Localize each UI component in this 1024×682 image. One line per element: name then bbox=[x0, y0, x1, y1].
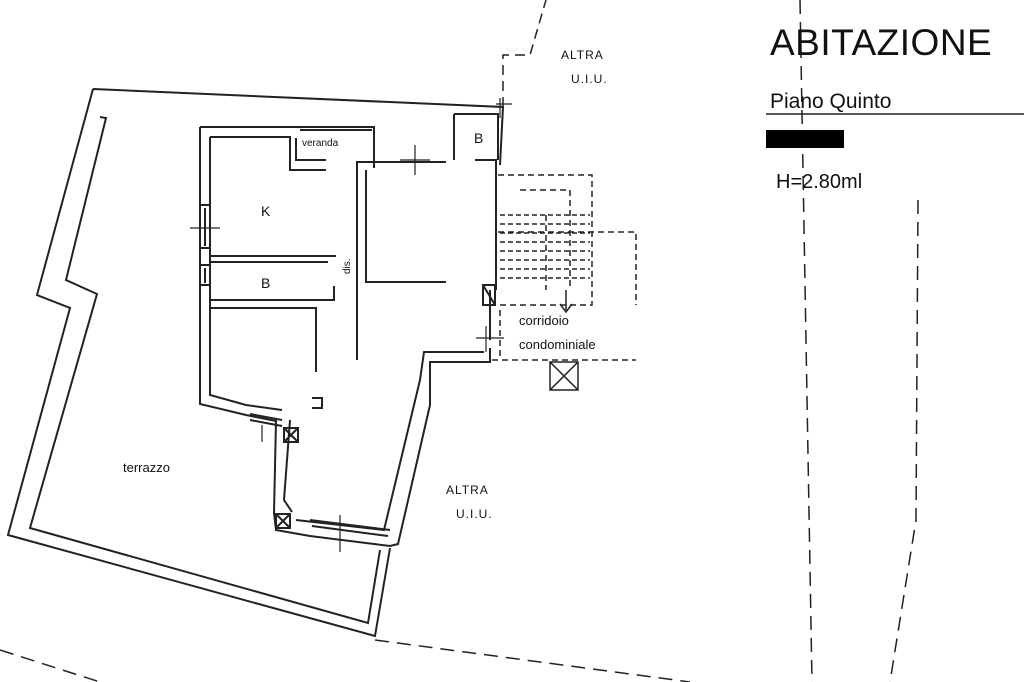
stair-arrow bbox=[559, 290, 573, 314]
shaft-4 bbox=[312, 397, 323, 409]
window-south bbox=[309, 519, 391, 537]
room-label-kitchen: K bbox=[261, 203, 271, 219]
boundary-top bbox=[502, 0, 547, 107]
elevator-box bbox=[549, 361, 579, 391]
neighbor-bottom-label-1: ALTRA bbox=[446, 483, 489, 497]
window-west-2 bbox=[200, 264, 210, 286]
corridor-label-line2: condominiale bbox=[519, 337, 596, 352]
entrance-wall bbox=[356, 113, 499, 340]
drawing-title: ABITAZIONE bbox=[770, 22, 993, 63]
apartment-wall bbox=[199, 126, 491, 548]
floor-label: Piano Quinto bbox=[770, 90, 892, 113]
shaft-2 bbox=[275, 513, 291, 529]
neighbor-top-label-1: ALTRA bbox=[561, 48, 604, 62]
window-west bbox=[200, 204, 210, 249]
apartment-wall-inner bbox=[209, 136, 484, 532]
ceiling-height-label: H=2.80ml bbox=[776, 171, 863, 193]
boundary-bottom bbox=[0, 639, 691, 682]
corridor-line bbox=[492, 310, 636, 361]
boundary-east-2 bbox=[889, 199, 919, 682]
room-label-bathroom-1: B bbox=[261, 275, 271, 291]
room-label-veranda: veranda bbox=[302, 138, 339, 149]
kitchen-bath-partition bbox=[210, 255, 336, 372]
corridor-label-line1: corridoio bbox=[519, 313, 569, 328]
window-southwest bbox=[249, 413, 283, 427]
room-label-disimpegno: dis. bbox=[342, 258, 353, 274]
door-markers bbox=[190, 98, 512, 552]
dis-wall bbox=[356, 162, 446, 360]
stair-steps bbox=[500, 214, 590, 279]
neighbor-bottom-label-2: U.I.U. bbox=[456, 507, 493, 521]
room-label-bathroom-2: B bbox=[474, 130, 484, 146]
redaction-box bbox=[766, 130, 844, 148]
shaft-3 bbox=[482, 284, 496, 306]
terrace-outline-outer bbox=[6, 88, 505, 638]
stair-frame bbox=[498, 174, 637, 306]
terrace-outline-inner bbox=[28, 116, 381, 625]
room-label-terrace: terrazzo bbox=[123, 460, 170, 475]
shaft-1 bbox=[283, 427, 299, 443]
veranda-wall bbox=[295, 129, 372, 161]
neighbor-top-label-2: U.I.U. bbox=[571, 72, 608, 86]
